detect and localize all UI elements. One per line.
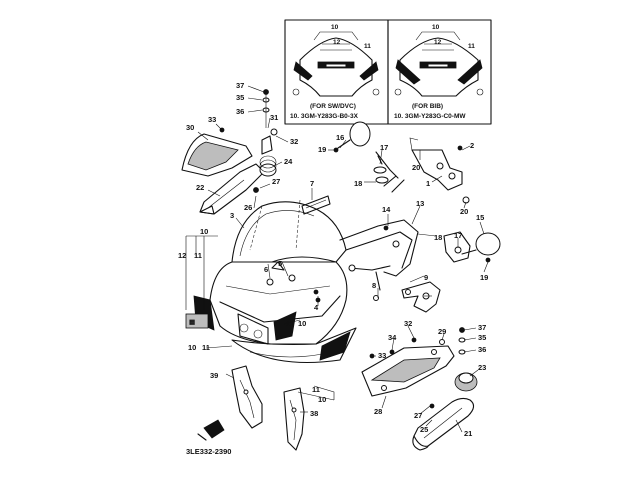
inset-left-caption-1: (FOR SW/DVC) (310, 103, 356, 110)
callout-37-top: 37 (236, 81, 244, 90)
callout-11-bottom: 11 (312, 385, 320, 394)
callout-36-top: 36 (236, 107, 244, 116)
air-duct-21 (412, 397, 475, 451)
callout-6: 6 (264, 265, 268, 274)
callout-15: 15 (476, 213, 484, 222)
callout-9: 9 (424, 273, 428, 282)
hardware-stack-right (315, 145, 491, 409)
callout-12: 12 (178, 251, 186, 260)
callout-35-right: 35 (478, 333, 486, 342)
callout-numbers: 37 35 36 31 32 33 30 24 27 26 22 7 3 10 … (178, 81, 488, 438)
callout-31: 31 (270, 113, 278, 122)
callout-29: 29 (438, 327, 446, 336)
upper-fairing: ▦ (185, 195, 348, 345)
callout-11-lower: 11 (202, 343, 210, 352)
callout-8: 8 (372, 281, 376, 290)
callout-19-right: 19 (480, 273, 488, 282)
callout-3: 3 (230, 211, 234, 220)
inset-right-caption-1: (FOR BIB) (412, 103, 443, 110)
mirror-left (333, 121, 371, 153)
inset-right-label-11: 11 (468, 43, 475, 50)
callout-39: 39 (210, 371, 218, 380)
callout-21: 21 (464, 429, 472, 438)
part-23-cap (454, 372, 478, 392)
callout-27-bottom: 27 (414, 411, 422, 420)
callout-36-right: 36 (478, 345, 486, 354)
part-24-grommet (259, 155, 277, 177)
hardware-stack-top (219, 89, 278, 193)
bracket-8-9 (401, 281, 441, 313)
mirror-right (461, 232, 501, 256)
callout-30: 30 (186, 123, 194, 132)
callout-5: 5 (278, 259, 282, 268)
callout-1: 1 (426, 179, 430, 188)
inset-right-label-10: 10 (432, 24, 440, 31)
callout-32-top: 32 (290, 137, 298, 146)
callout-33-top: 33 (208, 115, 216, 124)
callout-10-bottom: 10 (318, 395, 326, 404)
callout-2: 2 (470, 141, 474, 150)
inset-left-label-10: 10 (331, 24, 339, 31)
bracket-1 (409, 137, 463, 191)
inset-left-caption-2: 10. 3GM-Y283G-B0-3X (290, 113, 359, 120)
front-arrow-badge (197, 419, 225, 441)
inner-panel-38 (283, 387, 305, 451)
air-duct-30 (181, 133, 253, 177)
inset-box-left: (FOR SW/DVC) 10. 3GM-Y283G-B0-3X 10 12 1… (284, 19, 389, 125)
callout-19-left: 19 (318, 145, 326, 154)
callout-37-right: 37 (478, 323, 486, 332)
callout-32-right: 32 (404, 319, 412, 328)
callout-20-right: 20 (460, 207, 468, 216)
callout-26: 26 (244, 203, 252, 212)
inset-left-label-12: 12 (333, 39, 341, 46)
callout-11-mid: 11 (286, 319, 294, 328)
inset-right-label-12: 12 (434, 39, 442, 46)
callout-18-right: 18 (434, 233, 442, 242)
callout-17-right: 17 (454, 231, 462, 240)
callout-22: 22 (196, 183, 204, 192)
callout-10-left: 10 (200, 227, 208, 236)
inner-panel-39 (231, 365, 263, 429)
inset-right-caption-2: 10. 3GM-Y283G-C0-MW (394, 113, 466, 120)
callout-23: 23 (478, 363, 486, 372)
callout-38: 38 (310, 409, 318, 418)
callout-7: 7 (310, 179, 314, 188)
callout-34: 34 (388, 333, 397, 342)
callout-13: 13 (416, 199, 424, 208)
decal-mark: ▦ (189, 319, 196, 326)
callout-24: 24 (284, 157, 293, 166)
callout-35-top: 35 (236, 93, 244, 102)
callout-18-left: 18 (354, 179, 362, 188)
callout-33-right: 33 (378, 351, 386, 360)
callout-10-lower: 10 (188, 343, 196, 352)
leader-lines (185, 85, 489, 433)
callout-28: 28 (374, 407, 382, 416)
callout-17-left: 17 (380, 143, 388, 152)
callout-14: 14 (382, 205, 391, 214)
inset-box-right: (FOR BIB) 10. 3GM-Y283G-C0-MW 10 12 11 (387, 19, 492, 125)
inner-panel-28 (361, 345, 455, 397)
inset-left-label-11: 11 (364, 43, 371, 50)
bracket-17 (443, 231, 471, 263)
callout-11-left: 11 (194, 251, 202, 260)
callout-27-top: 27 (272, 177, 280, 186)
callout-16: 16 (336, 133, 344, 142)
callout-20-top: 20 (412, 163, 420, 172)
callout-25: 25 (420, 425, 428, 434)
fairing-stay-bracket (339, 151, 419, 291)
diagram-reference-code: 3LE332-2390 (186, 447, 231, 456)
under-cowling (231, 327, 357, 364)
callout-10-mid: 10 (298, 319, 306, 328)
callout-4: 4 (314, 303, 319, 312)
